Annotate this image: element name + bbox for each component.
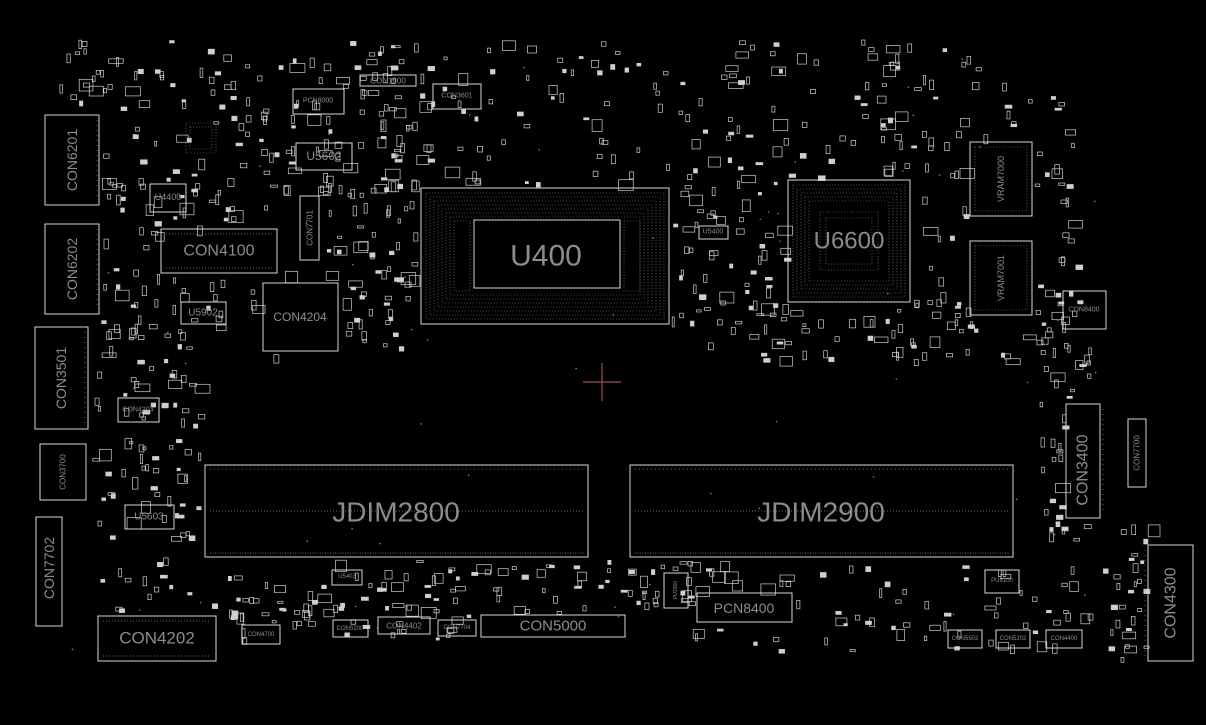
con4300-label: CON4300 bbox=[1163, 567, 1180, 638]
con3501-outline[interactable] bbox=[34, 326, 89, 430]
con3601-label: CON3601 bbox=[441, 93, 472, 100]
con5202-label: CON5202 bbox=[1000, 636, 1027, 642]
pu8100-label: PU8100 bbox=[991, 578, 1013, 584]
con4202-label: CON4202 bbox=[119, 629, 195, 648]
pcn8000-label: PCN8000 bbox=[303, 98, 333, 105]
con6202-outline[interactable] bbox=[44, 223, 100, 315]
con7702-label: CON7702 bbox=[41, 537, 57, 599]
u5902-label: U5902 bbox=[188, 308, 218, 319]
con7701-outline[interactable] bbox=[299, 195, 320, 261]
con3400-outline[interactable] bbox=[1065, 403, 1101, 519]
vram7000-label: VRAM7000 bbox=[996, 156, 1006, 202]
u5602-outline[interactable] bbox=[295, 142, 353, 171]
vram7000-outline[interactable] bbox=[969, 141, 1033, 217]
con6201-outline[interactable] bbox=[44, 114, 100, 206]
u5602-label: U5602 bbox=[306, 149, 342, 163]
con6202-label: CON6202 bbox=[64, 238, 80, 300]
jdim2900-label: JDIM2900 bbox=[757, 497, 885, 528]
con4204-label: CON4204 bbox=[273, 310, 327, 324]
pu3900-label: PU3900 bbox=[673, 581, 679, 599]
con1900-label: CON1900 bbox=[370, 77, 406, 86]
con7704-outline[interactable] bbox=[437, 619, 477, 637]
u400-label: U400 bbox=[510, 240, 582, 273]
u4400-outline[interactable] bbox=[149, 183, 187, 213]
con4100-label: CON4100 bbox=[183, 243, 254, 260]
con4204-outline[interactable] bbox=[262, 282, 339, 352]
con4203-label: CON4203 bbox=[122, 407, 153, 414]
con5200-outline[interactable] bbox=[332, 619, 369, 638]
pcn8400-label: PCN8400 bbox=[714, 600, 775, 616]
u5400-label: U5400 bbox=[703, 229, 724, 236]
con4202-outline[interactable] bbox=[97, 615, 217, 662]
u5603-label: U5603 bbox=[134, 512, 164, 523]
u400-outline[interactable] bbox=[420, 187, 670, 325]
con5502-outline[interactable] bbox=[947, 629, 983, 649]
vram7001-label: VRAM7001 bbox=[996, 255, 1006, 301]
con4400-outline[interactable] bbox=[1045, 629, 1083, 649]
pu3900-outline[interactable] bbox=[663, 572, 689, 609]
u5902-outline[interactable] bbox=[180, 301, 227, 325]
con4700-outline[interactable] bbox=[241, 624, 281, 645]
u4400-label: U4400 bbox=[155, 192, 182, 202]
jdim2800-label: JDIM2800 bbox=[332, 497, 460, 528]
con4402-label: CON4402 bbox=[386, 622, 422, 631]
u5403-outline[interactable] bbox=[331, 569, 363, 586]
con6201-label: CON6201 bbox=[64, 129, 80, 191]
con3400-label: CON3400 bbox=[1075, 434, 1092, 505]
u5403-label: U5403 bbox=[338, 574, 356, 580]
small-components bbox=[59, 39, 1161, 663]
con4100-outline[interactable] bbox=[160, 228, 278, 274]
u5400-outline[interactable] bbox=[698, 225, 729, 240]
con3700-outline[interactable] bbox=[39, 443, 87, 501]
con8400-outline[interactable] bbox=[1062, 290, 1107, 330]
con1900-outline[interactable] bbox=[359, 74, 417, 87]
con7704-label: CON7704 bbox=[444, 625, 471, 631]
con4300-outline[interactable] bbox=[1147, 544, 1194, 662]
pcn8400-outline[interactable] bbox=[696, 592, 793, 623]
con4203-outline[interactable] bbox=[117, 397, 160, 423]
con7702-outline[interactable] bbox=[35, 516, 63, 627]
con5502-label: CON5502 bbox=[952, 636, 979, 642]
pcn8000-outline[interactable] bbox=[292, 88, 345, 115]
con4402-outline[interactable] bbox=[377, 616, 431, 635]
u6600-label: U6600 bbox=[814, 228, 885, 255]
u400-die-outline bbox=[473, 219, 621, 289]
jdim2800-outline[interactable] bbox=[204, 464, 589, 558]
con5200-label: CON5200 bbox=[337, 626, 364, 632]
con3700-label: CON3700 bbox=[59, 454, 68, 490]
u6600-outline[interactable] bbox=[787, 179, 911, 303]
con3501-label: CON3501 bbox=[53, 347, 69, 409]
con7700-label: CON7700 bbox=[1133, 435, 1142, 471]
con3601-outline[interactable] bbox=[432, 83, 482, 110]
con5000-outline[interactable] bbox=[480, 614, 626, 638]
pu8100-outline[interactable] bbox=[984, 569, 1020, 594]
con7701-label: CON7701 bbox=[306, 210, 315, 246]
con5000-label: CON5000 bbox=[520, 618, 587, 635]
con8400-label: CON8400 bbox=[1068, 307, 1099, 314]
con4400-label: CON4400 bbox=[1051, 636, 1078, 642]
jdim2900-outline[interactable] bbox=[629, 464, 1014, 558]
con7700-outline[interactable] bbox=[1127, 418, 1147, 488]
crosshair-cursor-icon bbox=[583, 363, 621, 401]
con5202-outline[interactable] bbox=[995, 629, 1031, 649]
vram7001-outline[interactable] bbox=[969, 240, 1033, 316]
u5603-outline[interactable] bbox=[124, 504, 175, 530]
con4700-label: CON4700 bbox=[248, 632, 275, 638]
